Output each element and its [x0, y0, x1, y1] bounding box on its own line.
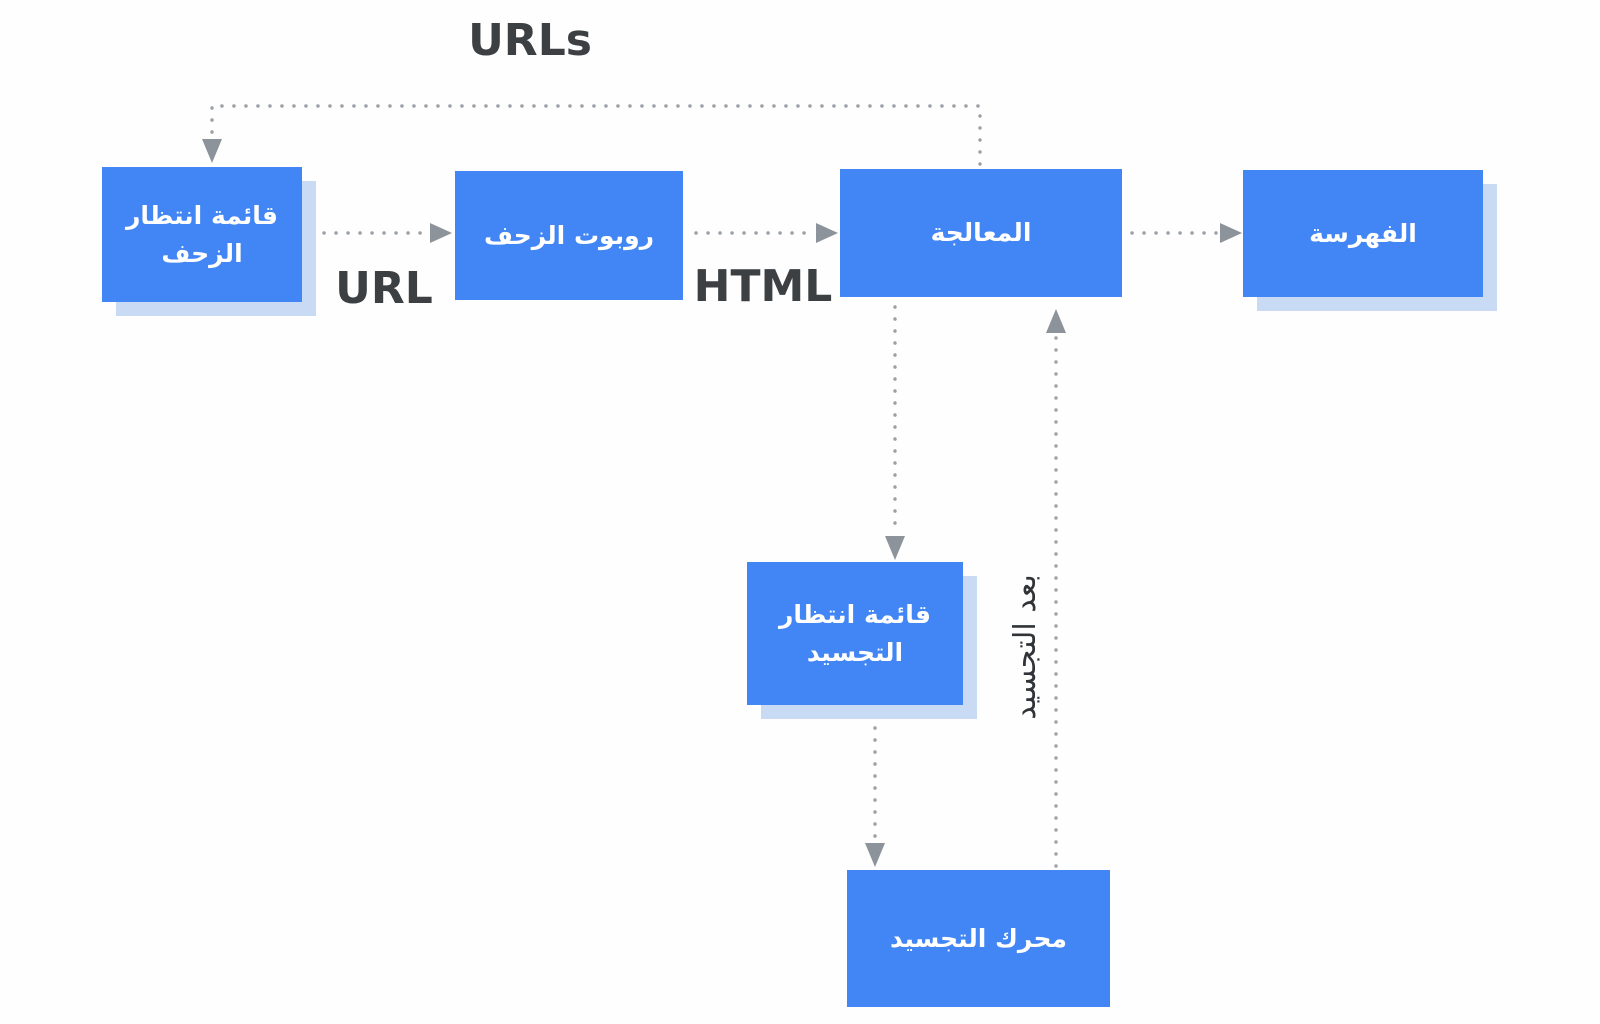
edge-crawl-queue-to-crawler-arrowhead-icon [430, 223, 452, 243]
edge-label-html: HTML [693, 261, 833, 312]
node-processing-label: المعالجة [930, 218, 1032, 248]
node-render-queue: قائمة انتظار التجسيد [747, 562, 963, 705]
edge-processing-to-crawl-queue [202, 104, 982, 166]
node-render-engine-label: محرك التجسيد [890, 923, 1067, 953]
edge-processing-to-crawl-queue-arrowhead-icon [202, 139, 222, 163]
node-indexing: الفهرسة [1243, 170, 1483, 297]
edge-processing-to-indexing [1130, 223, 1242, 243]
node-crawler-bot-label: روبوت الزحف [483, 220, 655, 250]
edge-label-urls: URLs [468, 15, 592, 66]
node-processing: المعالجة [840, 169, 1122, 297]
node-render-queue-label: قائمة انتظار التجسيد [778, 600, 932, 667]
edge-processing-to-render-queue-arrowhead-icon [885, 536, 905, 560]
node-indexing-label: الفهرسة [1309, 218, 1417, 248]
edge-label-after-render: بعد التجسيد [1008, 574, 1043, 720]
edge-processing-to-indexing-arrowhead-icon [1220, 223, 1242, 243]
node-render-engine: محرك التجسيد [847, 870, 1110, 1007]
node-crawler-bot: روبوت الزحف [455, 171, 683, 300]
node-crawl-queue-label: قائمة انتظار الزحف [125, 201, 279, 268]
edge-crawler-to-processing-arrowhead-icon [816, 223, 838, 243]
edge-label-url: URL [335, 263, 433, 314]
edge-render-engine-to-processing [1046, 309, 1066, 868]
edge-render-engine-to-processing-arrowhead-icon [1046, 309, 1066, 333]
edge-crawler-to-processing [694, 223, 838, 243]
node-crawl-queue: قائمة انتظار الزحف [102, 167, 302, 302]
edge-render-queue-to-render-engine-arrowhead-icon [865, 843, 885, 867]
edge-render-queue-to-render-engine [865, 714, 885, 867]
edge-crawl-queue-to-crawler [322, 223, 452, 243]
edge-processing-to-render-queue [885, 305, 905, 560]
edge-processing-to-crawl-queue-line [210, 104, 982, 166]
